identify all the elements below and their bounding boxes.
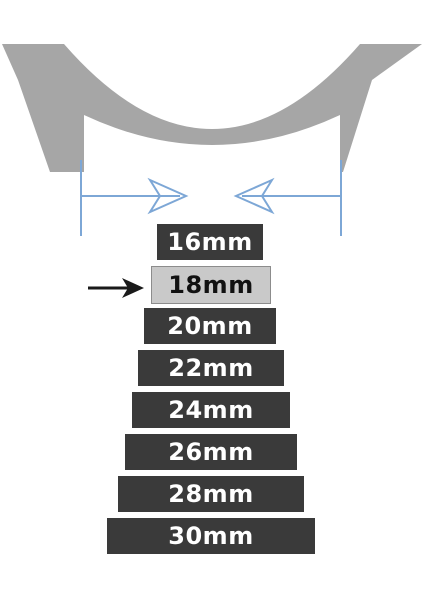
size-option-30mm[interactable]: 30mm bbox=[107, 518, 315, 554]
arrow-right-icon bbox=[88, 278, 144, 298]
size-option-18mm[interactable]: 18mm bbox=[151, 266, 271, 304]
size-option-22mm[interactable]: 22mm bbox=[138, 350, 284, 386]
watch-case-shape bbox=[2, 44, 422, 172]
chevron-right-outline-icon bbox=[147, 177, 189, 215]
size-option-26mm[interactable]: 26mm bbox=[125, 434, 297, 470]
size-option-28mm[interactable]: 28mm bbox=[118, 476, 304, 512]
chevron-left-outline-icon bbox=[233, 177, 275, 215]
size-option-20mm[interactable]: 20mm bbox=[144, 308, 276, 344]
size-option-24mm[interactable]: 24mm bbox=[132, 392, 290, 428]
width-measure-guide bbox=[80, 160, 342, 236]
size-option-16mm[interactable]: 16mm bbox=[157, 224, 263, 260]
